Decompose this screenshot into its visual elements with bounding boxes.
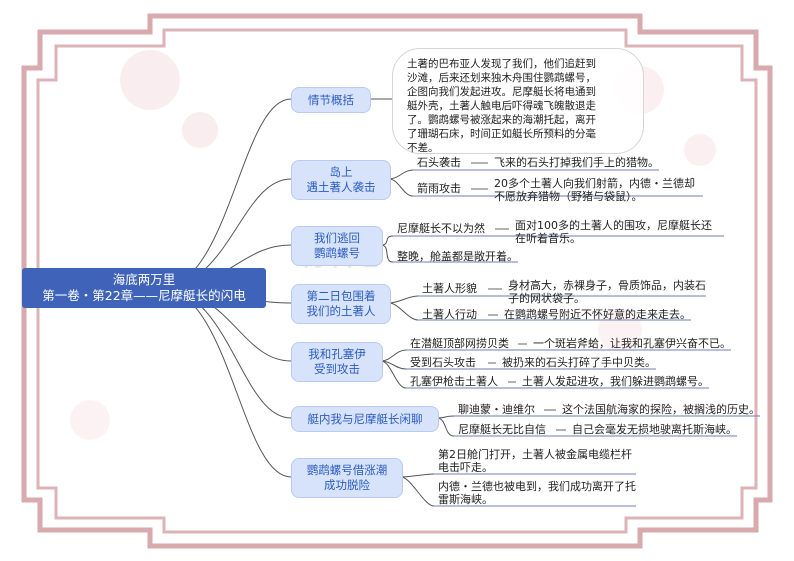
item-description-line: 面对100多的土著人的围攻，尼摩艇长还 <box>515 219 712 232</box>
item-description: 20多个土著人向我们射箭，内德・兰德却不愿放弃猎物（野猪与袋鼠）。 <box>494 177 695 203</box>
item-connector <box>388 169 414 180</box>
root-title: 海底两万里 <box>112 272 176 287</box>
item-connector <box>436 417 455 437</box>
item-description: 整晚，舱盖都是敞开着。 <box>397 250 518 263</box>
branch-title-line: 鹦鹉螺号 <box>314 246 360 260</box>
branch-title-line: 我们逃回 <box>314 231 360 245</box>
item-connector <box>380 360 407 389</box>
lattice-frame <box>21 13 773 549</box>
item-key: 尼摩艇长无比自信 <box>458 423 546 436</box>
item-description: 身材高大，赤裸身子，骨质饰品，内装石子的网状袋子。 <box>508 279 706 305</box>
item-description-line: 内德・兰德也被电到，我们成功离开了托 <box>438 480 636 493</box>
item-description-line: 不愿放弃猎物（野猪与袋鼠）。 <box>494 190 643 203</box>
item-description-line: 子的网状袋子。 <box>508 292 585 305</box>
item-connector <box>388 295 419 304</box>
summary-bubble: 土著的巴布亚人发现了我们，他们追赶到沙滩，后来还划来独木舟围住鹦鹉螺号， 企图向我… <box>392 48 644 154</box>
item-description-line: 雷斯海峡。 <box>438 493 493 506</box>
summary-line: 沙滩，后来还划来独木舟围住鹦鹉螺号， <box>407 72 596 84</box>
summary-line: 了珊瑚石床，时间正如艇长所预料的分毫 <box>407 128 596 140</box>
summary-line: 不差。 <box>407 142 439 154</box>
item-connector <box>400 476 435 507</box>
item-connector <box>388 302 419 321</box>
item-connector <box>436 415 455 419</box>
branch-title-line: 遇土著人袭击 <box>306 180 376 194</box>
branch-title-line: 受到攻击 <box>314 362 360 376</box>
item-key: 聊迪蒙・迪维尔 <box>458 403 535 416</box>
root-subtitle: 第一卷・第22章——尼摩艇长的闪电 <box>42 288 246 303</box>
item-description-line: 飞来的石头打掉我们手上的猎物。 <box>494 156 659 169</box>
branch-title-line: 我和孔塞伊 <box>308 347 366 361</box>
item-key: 受到石头攻击 <box>410 356 476 369</box>
summary-line: 艇外壳，土著人触电后吓得魂飞魄散退走 <box>407 100 596 112</box>
summary-line: 企图向我们发起进攻。尼摩艇长将电通到 <box>407 86 596 98</box>
item-connector <box>388 178 414 197</box>
item-key: 箭雨攻击 <box>417 182 461 195</box>
item-description-line: 电击吓走。 <box>438 461 493 474</box>
item-key: 土著人形貌 <box>422 282 477 295</box>
branch-connector <box>159 287 292 478</box>
item-description-line: 被扔来的石头打碎了手中贝类。 <box>502 356 656 369</box>
item-description: 面对100多的土著人的围攻，尼摩艇长还在听着音乐。 <box>515 219 712 245</box>
branch-title-line: 艇内我与尼摩艇长闲聊 <box>307 411 423 426</box>
item-description: 第2日舱门打开，土著人被金属电缆栏杆电击吓走。 <box>438 448 632 474</box>
item-description-line: 身材高大，赤裸身子，骨质饰品，内装石 <box>508 279 706 292</box>
branch-title-line: 鹦鹉螺号借涨潮 <box>306 463 388 477</box>
item-key: 在潜艇顶部网捞贝类 <box>410 337 509 350</box>
item-key: 土著人行动 <box>422 308 477 321</box>
branch-node: 鹦鹉螺号借涨潮成功脱险 <box>291 458 403 498</box>
branch-title-line: 我们的土著人 <box>306 304 376 318</box>
summary-line: 了。鹦鹉螺号被涨起来的海潮托起，离开 <box>407 114 596 126</box>
branch-connector <box>159 98 292 289</box>
item-key: 孔塞伊枪击土著人 <box>410 375 498 388</box>
branch-node: 第二日包围着我们的土著人 <box>291 284 391 324</box>
item-description-line: 土著人发起进攻，我们躲进鹦鹉螺号。 <box>522 375 709 388</box>
item-description-line: 这个法国航海家的探险，被搁浅的历史。 <box>562 403 760 416</box>
item-description: 在鹦鹉螺号附近不怀好意的走来走去。 <box>504 308 691 321</box>
branch-node: 艇内我与尼摩艇长闲聊 <box>291 406 439 432</box>
item-description: 内德・兰德也被电到，我们成功离开了托雷斯海峡。 <box>438 480 636 506</box>
item-description: 这个法国航海家的探险，被搁浅的历史。 <box>562 403 760 416</box>
branch-node: 我和孔塞伊受到攻击 <box>291 342 383 382</box>
branch-node: 岛上遇土著人袭击 <box>291 160 391 200</box>
branch-title-line: 岛上 <box>329 165 353 179</box>
item-description-line: 在鹦鹉螺号附近不怀好意的走来走去。 <box>504 308 691 321</box>
item-connector <box>400 473 435 478</box>
item-description: 自己会毫发无损地驶离托斯海峡。 <box>572 423 737 436</box>
branch-title-line: 成功脱险 <box>324 478 370 492</box>
item-description-line: 自己会毫发无损地驶离托斯海峡。 <box>572 423 737 436</box>
item-description-line: 一个斑岩斧蛤，让我和孔塞伊兴奋不已。 <box>533 337 731 350</box>
item-description: 被扔来的石头打碎了手中贝类。 <box>502 356 656 369</box>
item-description-line: 第2日舱门打开，土著人被金属电缆栏杆 <box>438 448 632 461</box>
root-node: 海底两万里 第一卷・第22章——尼摩艇长的闪电 <box>22 268 266 308</box>
branch-title-line: 第二日包围着 <box>306 289 376 303</box>
item-description-line: 在听着音乐。 <box>515 232 581 245</box>
item-key: 尼摩艇长不以为然 <box>397 222 485 235</box>
item-key: 石头袭击 <box>417 156 461 169</box>
item-connector <box>380 349 407 362</box>
branch-node: 我们逃回鹦鹉螺号 <box>291 226 383 266</box>
item-description: 飞来的石头打掉我们手上的猎物。 <box>494 156 659 169</box>
item-description: 土著人发起进攻，我们躲进鹦鹉螺号。 <box>522 375 709 388</box>
branch-node: 情节概括 <box>291 87 371 113</box>
item-description: 一个斑岩斧蛤，让我和孔塞伊兴奋不已。 <box>533 337 731 350</box>
summary-line: 土著的巴布亚人发现了我们，他们追赶到 <box>407 58 596 70</box>
branch-title-line: 情节概括 <box>308 92 354 107</box>
item-description-line: 20多个土著人向我们射箭，内德・兰德却 <box>494 177 695 190</box>
item-description-line: 整晚，舱盖都是敞开着。 <box>397 250 518 263</box>
